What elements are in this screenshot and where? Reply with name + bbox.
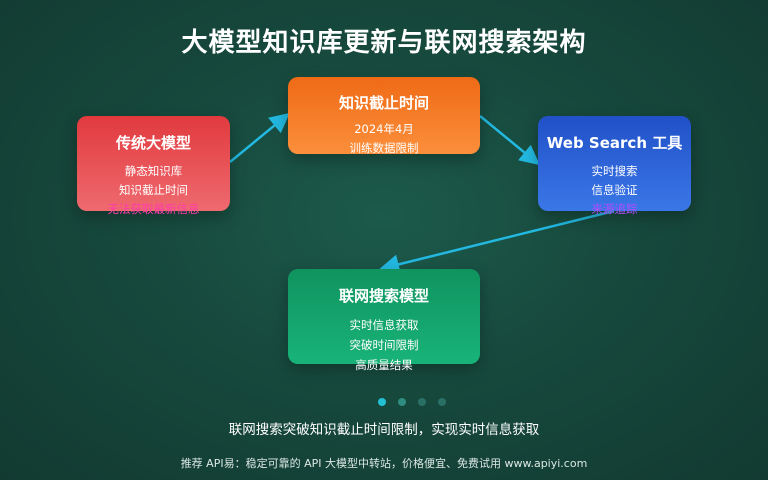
node-traditional-line-highlight: 无法获取最新信息 (107, 202, 200, 216)
node-traditional-line: 静态知识库 (124, 164, 183, 178)
node-web-search-line: 信息验证 (591, 183, 638, 197)
arrow-traditional-to-cutoff (229, 112, 290, 163)
node-online-line: 突破时间限制 (349, 338, 419, 352)
pagination-dot-active[interactable] (378, 398, 386, 406)
node-cutoff-line: 训练数据限制 (349, 141, 419, 155)
pagination-dots (378, 398, 446, 408)
node-online-line: 实时信息获取 (349, 318, 419, 332)
pagination-dot[interactable] (438, 398, 446, 406)
pagination-dot[interactable] (398, 398, 406, 406)
node-knowledge-cutoff: 知识截止时间 2024年4月 训练数据限制 (288, 77, 480, 155)
node-cutoff-line: 2024年4月 (354, 122, 414, 136)
node-online-search-model: 联网搜索模型 实时信息获取 突破时间限制 高质量结果 (288, 269, 480, 372)
arrow-websearch-to-online (379, 209, 615, 275)
arrow-cutoff-to-websearch (479, 115, 540, 166)
node-traditional-title: 传统大模型 (115, 134, 191, 152)
node-web-search-line: 实时搜索 (591, 164, 638, 178)
node-online-title: 联网搜索模型 (338, 287, 429, 305)
node-web-search-title: Web Search 工具 (546, 134, 683, 152)
footer-note: 推荐 API易：稳定可靠的 API 大模型中转站，价格便宜、免费试用 www.a… (180, 457, 588, 470)
node-online-line: 高质量结果 (355, 358, 413, 372)
node-traditional-line: 知识截止时间 (119, 183, 188, 197)
node-web-search-tool: Web Search 工具 实时搜索 信息验证 来源追踪 (538, 116, 691, 216)
node-traditional-model: 传统大模型 静态知识库 知识截止时间 无法获取最新信息 (77, 116, 230, 216)
pagination-dot[interactable] (418, 398, 426, 406)
diagram-title: 大模型知识库更新与联网搜索架构 (181, 28, 587, 58)
node-web-search-line-highlight: 来源追踪 (591, 202, 638, 216)
diagram-caption: 联网搜索突破知识截止时间限制，实现实时信息获取 (228, 422, 540, 438)
node-cutoff-title: 知识截止时间 (338, 94, 429, 112)
